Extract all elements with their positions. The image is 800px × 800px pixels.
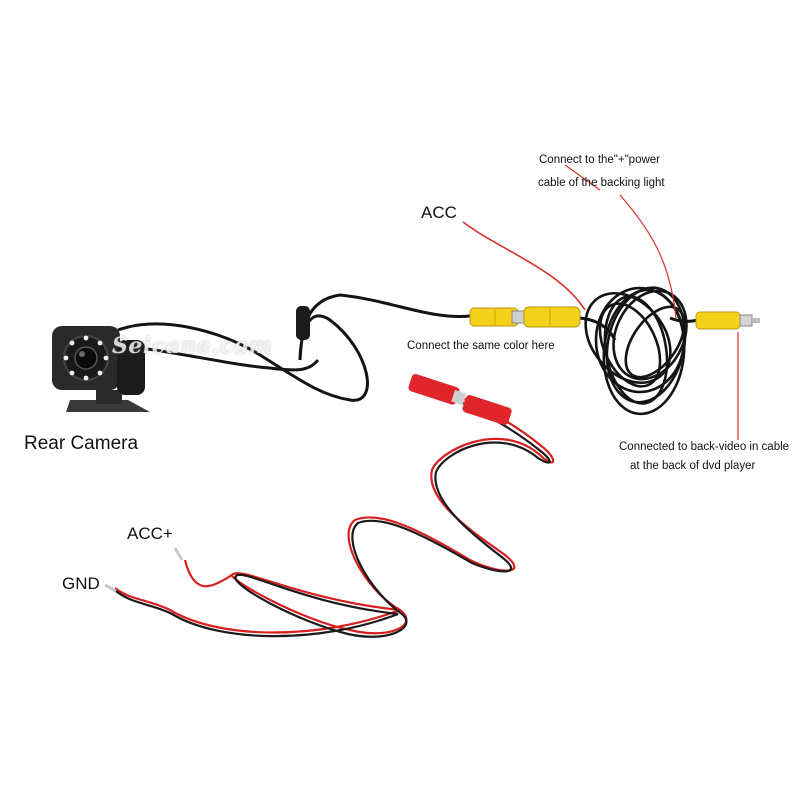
camera-cable (117, 293, 471, 402)
power-cable-label-line2: cable of the backing light (538, 177, 665, 189)
red-connector (408, 374, 512, 425)
acc-plus-wire-end (173, 547, 184, 561)
watermark: Seicane.com (112, 333, 273, 359)
back-video-label-line2: at the back of dvd player (630, 460, 756, 472)
rca-plug-right (695, 311, 760, 330)
gnd-label: GND (62, 574, 100, 593)
power-cable-label-line1: Connect to the"+"power (539, 154, 661, 166)
camera-cable-branch (117, 343, 320, 372)
cable-barrel (296, 306, 310, 340)
acc-label: ACC (421, 203, 457, 222)
cable-coil-icon (584, 286, 688, 416)
acc-plus-label: ACC+ (127, 524, 173, 543)
rear-camera-label: Rear Camera (24, 433, 139, 454)
power-wire (114, 378, 555, 638)
rear-camera-icon (52, 326, 150, 412)
acc-lead (462, 221, 586, 311)
callout-lines (564, 164, 739, 440)
rca-plug-icon (469, 306, 581, 328)
back-video-label-line1: Connected to back-video in cable (619, 441, 790, 453)
gnd-wire-end (104, 583, 117, 593)
same-color-label: Connect the same color here (407, 340, 555, 352)
video-cable (579, 316, 617, 341)
